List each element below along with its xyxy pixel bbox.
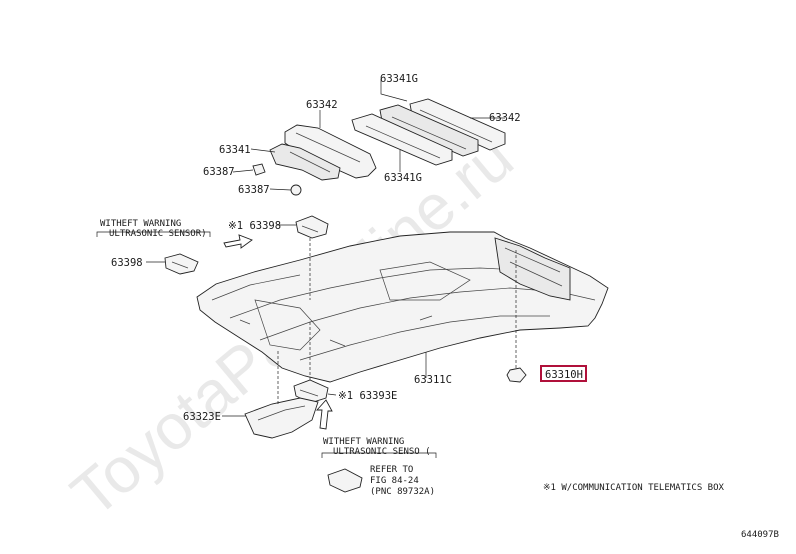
sensor-cover-63398[interactable] <box>164 253 199 275</box>
sensor-cover-63398-marked[interactable] <box>295 215 329 239</box>
part-labels: 63341G 63342 63342 63341 63387 63387 633… <box>111 73 779 540</box>
label-63387-b[interactable]: 63387 <box>238 184 270 196</box>
label-63310h[interactable]: 63310H <box>545 369 583 381</box>
visor-holder-63341[interactable] <box>269 143 341 181</box>
notes: WITHEFT WARNING ULTRASONIC SENSOR) WITHE… <box>100 219 725 497</box>
top-right-panels <box>351 98 506 166</box>
lamp-63323e[interactable] <box>244 397 319 439</box>
label-63387-a[interactable]: 63387 <box>203 166 235 178</box>
label-63398[interactable]: 63398 <box>111 257 143 269</box>
note-refer-line2: FIG 84-24 <box>370 476 419 486</box>
label-63393e[interactable]: ※1 63393E <box>338 390 397 402</box>
note-without-warning-2-line2: ULTRASONIC SENSO ( <box>333 447 431 457</box>
clip-63387-b[interactable] <box>290 184 302 196</box>
highlight-box-63310h[interactable] <box>540 365 587 382</box>
note-without-warning-2-line1: WITHEFT WARNING <box>323 437 404 447</box>
label-63342-left[interactable]: 63342 <box>306 99 338 111</box>
note-refer-line1: REFER TO <box>370 465 413 475</box>
label-63341[interactable]: 63341 <box>219 144 251 156</box>
arrow-up-icon <box>315 399 333 430</box>
footnote: ※1 W/COMMUNICATION TELEMATICS BOX <box>543 483 725 493</box>
arrow-right-icon <box>223 234 253 249</box>
rear-bracket <box>494 237 571 301</box>
diagram-code: 644097B <box>741 530 779 540</box>
clip-63310h[interactable] <box>506 367 527 383</box>
label-63342-right[interactable]: 63342 <box>489 112 521 124</box>
ref-sensor-89732a <box>327 468 363 493</box>
leader-lines <box>146 79 517 417</box>
note-without-warning-1-line2: ULTRASONIC SENSOR) <box>109 229 207 239</box>
clip-63387-a[interactable] <box>252 163 266 176</box>
label-63323e[interactable]: 63323E <box>183 411 221 423</box>
label-63341g-top[interactable]: 63341G <box>380 73 418 85</box>
label-63341g-bottom[interactable]: 63341G <box>384 172 422 184</box>
left-visor <box>252 124 377 196</box>
note-without-warning-1-line1: WITHEFT WARNING <box>100 219 181 229</box>
note-refer-line3: (PNC 89732A) <box>370 487 435 497</box>
label-63311c[interactable]: 63311C <box>414 374 452 386</box>
label-63398-marked[interactable]: ※1 63398 <box>228 220 281 232</box>
headliner-63311c <box>196 231 609 383</box>
